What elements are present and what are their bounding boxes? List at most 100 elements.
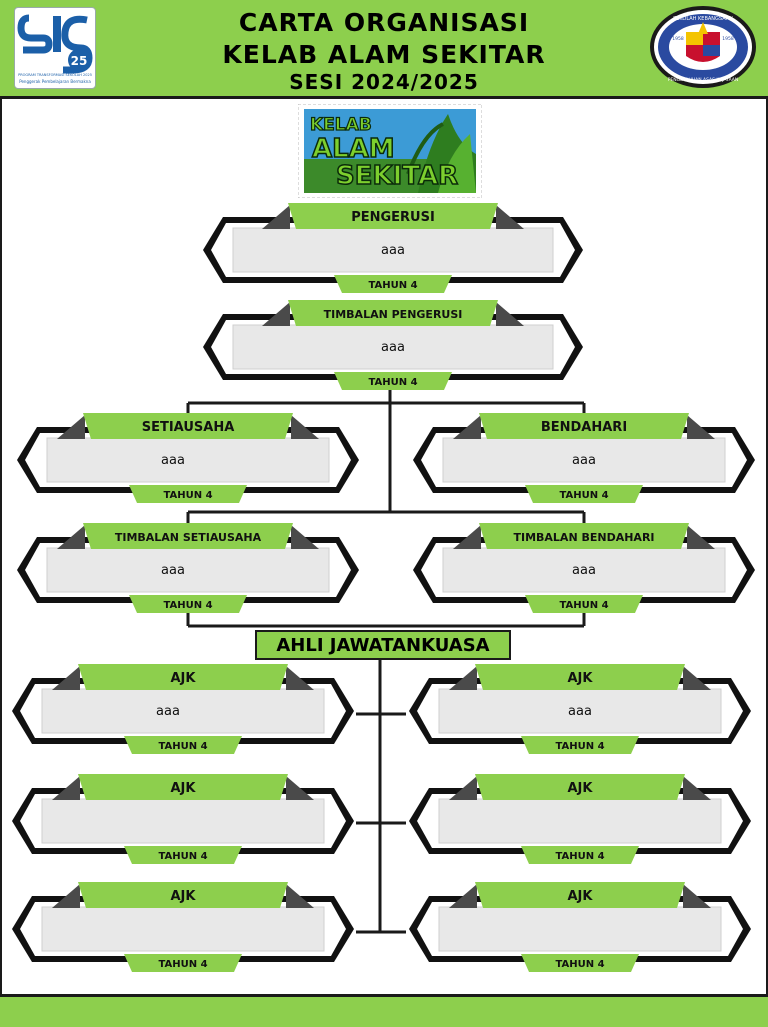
card-panel [46, 547, 330, 593]
header-bar: 25 PROGRAM TRANSFORMASI SEKOLAH 2025 Pen… [0, 0, 768, 99]
title-ribbon [288, 203, 498, 229]
svg-text:SEKITAR: SEKITAR [336, 161, 458, 191]
card-panel [438, 798, 722, 844]
ribbon-right-tab [496, 205, 524, 229]
year-ribbon [129, 595, 247, 613]
position-title: TIMBALAN PENGERUSI [324, 308, 463, 321]
card-panel [41, 688, 325, 734]
title-ribbon [475, 882, 685, 908]
position-title: AJK [171, 889, 197, 904]
member-name: aaa [568, 704, 592, 719]
card-panel [46, 437, 330, 483]
member-name: aaa [156, 704, 180, 719]
position-title: TIMBALAN SETIAUSAHA [115, 531, 262, 544]
year-ribbon [521, 736, 639, 754]
year-ribbon [521, 846, 639, 864]
ribbon-right-tab [687, 415, 715, 439]
card-panel [442, 437, 726, 483]
ribbon-right-tab [291, 525, 319, 549]
year-label: TAHUN 4 [368, 377, 417, 388]
ribbon-left-tab [262, 302, 290, 326]
card-panel [41, 906, 325, 952]
ribbon-left-tab [57, 415, 85, 439]
ribbon-right-tab [286, 884, 314, 908]
title-ribbon [78, 664, 288, 690]
svg-text:SEKOLAH KEBANGSAAN: SEKOLAH KEBANGSAAN [673, 16, 733, 22]
year-label: TAHUN 4 [555, 851, 604, 862]
member-name: aaa [572, 563, 596, 578]
svg-text:25: 25 [71, 54, 88, 68]
ribbon-left-tab [449, 776, 477, 800]
svg-text:Penggerak Pembelajaran Bermakn: Penggerak Pembelajaran Bermakna [19, 79, 91, 84]
position-title: TIMBALAN BENDAHARI [513, 531, 654, 544]
year-label: TAHUN 4 [555, 959, 604, 970]
position-title: AJK [171, 781, 197, 796]
footer-bar [0, 994, 768, 1027]
ribbon-right-tab [291, 415, 319, 439]
ribbon-right-tab [683, 666, 711, 690]
title-ribbon [83, 413, 293, 439]
card-panel [232, 324, 554, 370]
svg-text:PROGRAM TRANSFORMASI SEKOLAH 2: PROGRAM TRANSFORMASI SEKOLAH 2025 [18, 73, 92, 77]
ribbon-left-tab [52, 666, 80, 690]
ribbon-left-tab [52, 776, 80, 800]
ribbon-left-tab [262, 205, 290, 229]
member-name: aaa [381, 243, 405, 258]
svg-text:KELAB: KELAB [310, 115, 372, 135]
card-panel [438, 688, 722, 734]
ribbon-left-tab [52, 884, 80, 908]
ribbon-right-tab [286, 776, 314, 800]
title-line-3: SESI 2024/2025 [289, 70, 479, 94]
member-name: aaa [161, 563, 185, 578]
year-ribbon [521, 954, 639, 972]
svg-text:PENGETAHUAN ASAS KEJAYAAN: PENGETAHUAN ASAS KEJAYAAN [668, 77, 739, 83]
title-ribbon [78, 774, 288, 800]
club-logo-stamp: KELAB ALAM SEKITAR [297, 103, 483, 199]
left-border [0, 96, 2, 996]
year-ribbon [334, 275, 452, 293]
year-ribbon [129, 485, 247, 503]
title-ribbon [479, 523, 689, 549]
title-line-2: KELAB ALAM SEKITAR [222, 40, 546, 69]
year-ribbon [525, 485, 643, 503]
title-ribbon [78, 882, 288, 908]
ribbon-right-tab [683, 884, 711, 908]
member-name: aaa [161, 453, 185, 468]
title-line-1: CARTA ORGANISASI [238, 8, 530, 37]
ajk-section-banner: AHLI JAWATANKUASA [255, 630, 511, 660]
card-panel [442, 547, 726, 593]
ribbon-left-tab [57, 525, 85, 549]
year-label: TAHUN 4 [158, 851, 207, 862]
ribbon-right-tab [687, 525, 715, 549]
card-panel [438, 906, 722, 952]
year-label: TAHUN 4 [163, 600, 212, 611]
position-title: SETIAUSAHA [142, 420, 235, 435]
card-panel [41, 798, 325, 844]
title-ribbon [288, 300, 498, 326]
ribbon-left-tab [453, 525, 481, 549]
svg-text:ALAM: ALAM [312, 134, 395, 164]
connector-lines [186, 383, 586, 934]
school-crest-logo: SEKOLAH KEBANGSAAN PENGETAHUAN ASAS KEJA… [648, 4, 758, 90]
title-ribbon [83, 523, 293, 549]
position-title: PENGERUSI [351, 210, 435, 225]
ribbon-left-tab [449, 884, 477, 908]
member-name: aaa [381, 340, 405, 355]
card-panel [232, 227, 554, 273]
year-ribbon [334, 372, 452, 390]
position-title: AJK [568, 889, 594, 904]
year-label: TAHUN 4 [163, 490, 212, 501]
ribbon-left-tab [453, 415, 481, 439]
ribbon-right-tab [496, 302, 524, 326]
right-border [766, 96, 768, 996]
